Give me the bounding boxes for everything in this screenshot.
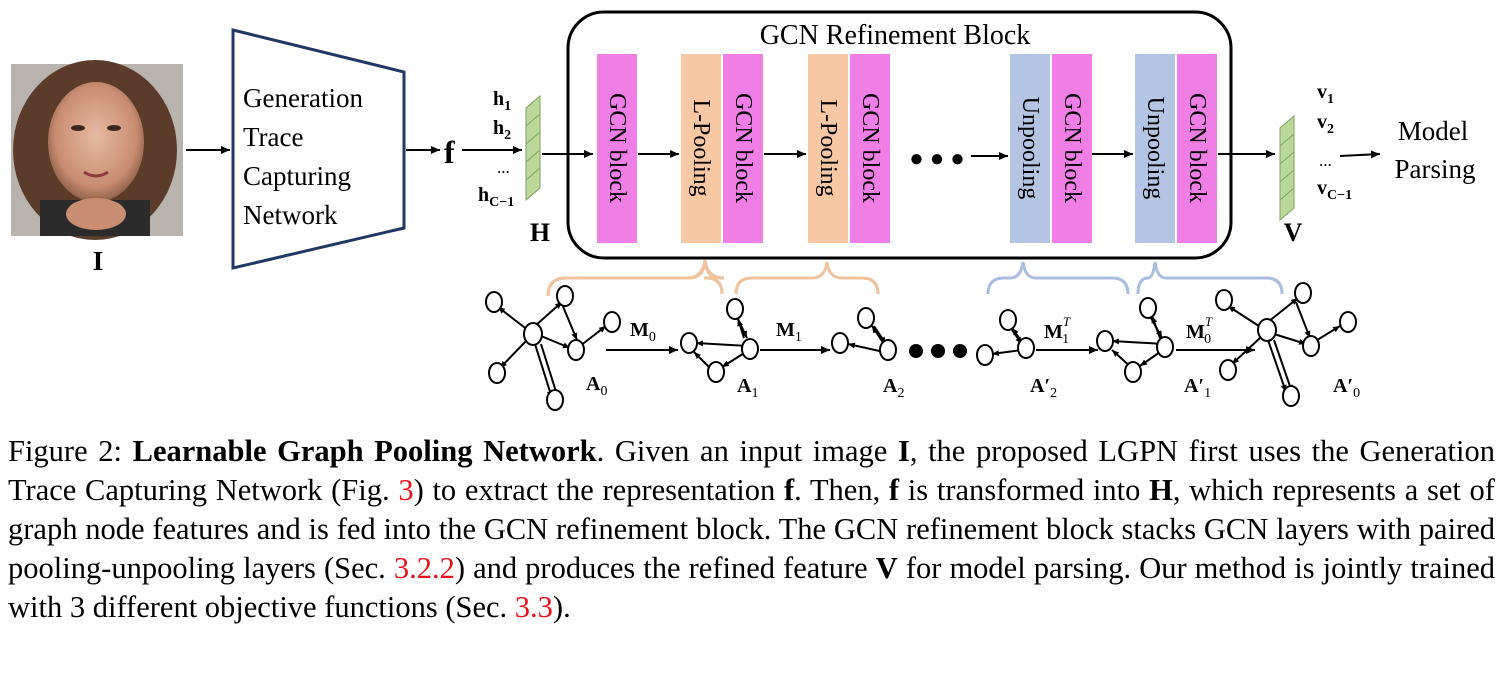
caption-symbol: f xyxy=(783,473,795,507)
figure-caption: Figure 2: Learnable Graph Pooling Networ… xyxy=(8,432,1495,627)
h-labels: h1 h2 ... hC−1 xyxy=(478,88,514,210)
graph-a0 xyxy=(485,285,621,411)
brace-blue xyxy=(1136,261,1284,295)
svg-text:MT1: MT1 xyxy=(1044,314,1071,347)
svg-text:A2: A2 xyxy=(883,375,904,401)
H-label: H xyxy=(530,218,550,247)
svg-text:h1: h1 xyxy=(493,88,511,114)
section-reference-link[interactable]: 3.2.2 xyxy=(393,551,455,585)
f-label: f xyxy=(444,134,455,170)
section-reference-link[interactable]: 3.3 xyxy=(514,590,553,624)
gcn-block xyxy=(1177,54,1217,243)
gcn-block-label: GCN block xyxy=(1059,93,1085,203)
unpooling-label: Unpooling xyxy=(1017,97,1043,200)
v-labels: v1 v2 ... vC−1 xyxy=(1317,81,1352,203)
figure-diagram: I Generation Trace Capturing Network f h… xyxy=(11,10,1476,411)
gcn-block xyxy=(597,54,637,243)
output-line-2: Parsing xyxy=(1395,154,1476,184)
block-title: GCN Refinement Block xyxy=(760,20,1031,51)
graph-a2 xyxy=(831,307,897,361)
network-line-4: Network xyxy=(243,200,338,230)
svg-text:A′2: A′2 xyxy=(1030,375,1057,401)
svg-text:A′0: A′0 xyxy=(1333,375,1360,401)
svg-text:h2: h2 xyxy=(493,117,511,143)
gcn-block xyxy=(850,54,890,243)
network-line-2: Trace xyxy=(243,122,304,152)
braces xyxy=(546,259,1284,297)
caption-text: is transformed into xyxy=(899,473,1150,507)
figure: I Generation Trace Capturing Network f h… xyxy=(11,10,1476,411)
graph-sequence xyxy=(485,282,1357,411)
caption-text: ) and produces the refined feature xyxy=(454,551,876,585)
network-line-3: Capturing xyxy=(243,161,351,191)
v-feature-stack xyxy=(1279,114,1295,222)
svg-text:v1: v1 xyxy=(1317,81,1334,107)
graph-ap2 xyxy=(976,309,1035,366)
svg-text:vC−1: vC−1 xyxy=(1317,177,1352,203)
caption-text: , which represents a set of graph node f… xyxy=(8,473,1495,585)
network-line-1: Generation xyxy=(243,83,363,113)
svg-text:v2: v2 xyxy=(1317,111,1334,137)
gcn-block-label: GCN block xyxy=(1184,93,1210,203)
svg-text:M0: M0 xyxy=(630,319,656,345)
svg-text:...: ... xyxy=(1319,151,1332,170)
caption-symbol: I xyxy=(897,434,910,468)
brace-blue xyxy=(986,261,1130,295)
figure-reference-link[interactable]: 3 xyxy=(398,473,414,507)
caption-text: , the proposed LGPN first uses the Gener… xyxy=(8,434,1495,507)
svg-text:hC−1: hC−1 xyxy=(478,184,514,210)
svg-text:A0: A0 xyxy=(586,373,607,399)
caption-text: . Then, xyxy=(794,473,889,507)
gcn-block xyxy=(1052,54,1092,243)
svg-text:...: ... xyxy=(497,158,510,177)
gcn-block-label: GCN block xyxy=(857,93,883,203)
caption-title: Learnable Graph Pooling Network xyxy=(132,434,597,468)
arrow xyxy=(1339,150,1381,159)
graph-ellipsis xyxy=(909,344,967,358)
caption-symbol: f xyxy=(888,473,900,507)
svg-text:A′1: A′1 xyxy=(1184,375,1211,401)
brace-orange xyxy=(734,261,880,295)
gcn-refinement-block xyxy=(566,10,1233,260)
gcn-block-label: GCN block xyxy=(730,93,756,203)
svg-text:A1: A1 xyxy=(737,375,758,401)
caption-symbol: H xyxy=(1149,473,1173,507)
layer-columns xyxy=(597,54,1217,243)
lpooling-layer xyxy=(681,54,721,243)
lpooling-label: L-Pooling xyxy=(688,99,714,196)
svg-text:M1: M1 xyxy=(776,319,802,345)
output-line-1: Model xyxy=(1398,116,1469,146)
h-feature-stack xyxy=(525,94,541,202)
network-trapezoid xyxy=(231,28,406,270)
V-label: V xyxy=(1284,218,1303,247)
block-arrows xyxy=(638,150,1133,160)
input-label: I xyxy=(93,246,104,276)
graph-a1 xyxy=(680,298,759,383)
caption-text: for model parsing. Our method is jointly… xyxy=(8,551,1495,624)
unpooling-label: Unpooling xyxy=(1142,97,1168,200)
caption-symbol: V xyxy=(875,551,898,585)
input-face-image xyxy=(11,60,183,240)
unpooling-layer xyxy=(1135,54,1175,243)
brace-orange xyxy=(546,261,724,297)
caption-text: ) to extract the representation xyxy=(413,473,784,507)
gcn-block xyxy=(723,54,763,243)
layer-labels: GCN block L-Pooling GCN block L-Pooling … xyxy=(604,93,1210,203)
svg-text:MT0: MT0 xyxy=(1186,314,1213,347)
caption-prefix: Figure 2: xyxy=(8,434,133,468)
unpooling-layer xyxy=(1010,54,1050,243)
caption-text: . Given an input image xyxy=(596,434,898,468)
caption-text: ). xyxy=(552,590,571,624)
lpooling-label: L-Pooling xyxy=(815,99,841,196)
lpooling-layer xyxy=(808,54,848,243)
gcn-block-label: GCN block xyxy=(604,93,630,203)
graph-ap1 xyxy=(1096,297,1174,383)
block-ellipsis: ●●● xyxy=(909,146,971,172)
graph-ap0 xyxy=(1215,282,1357,407)
